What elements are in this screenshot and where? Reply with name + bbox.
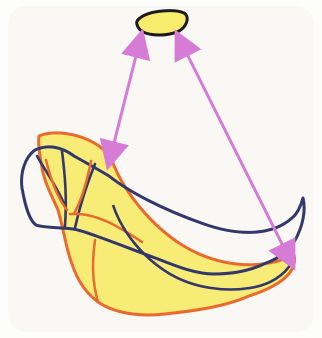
small-oval-top — [137, 11, 188, 35]
